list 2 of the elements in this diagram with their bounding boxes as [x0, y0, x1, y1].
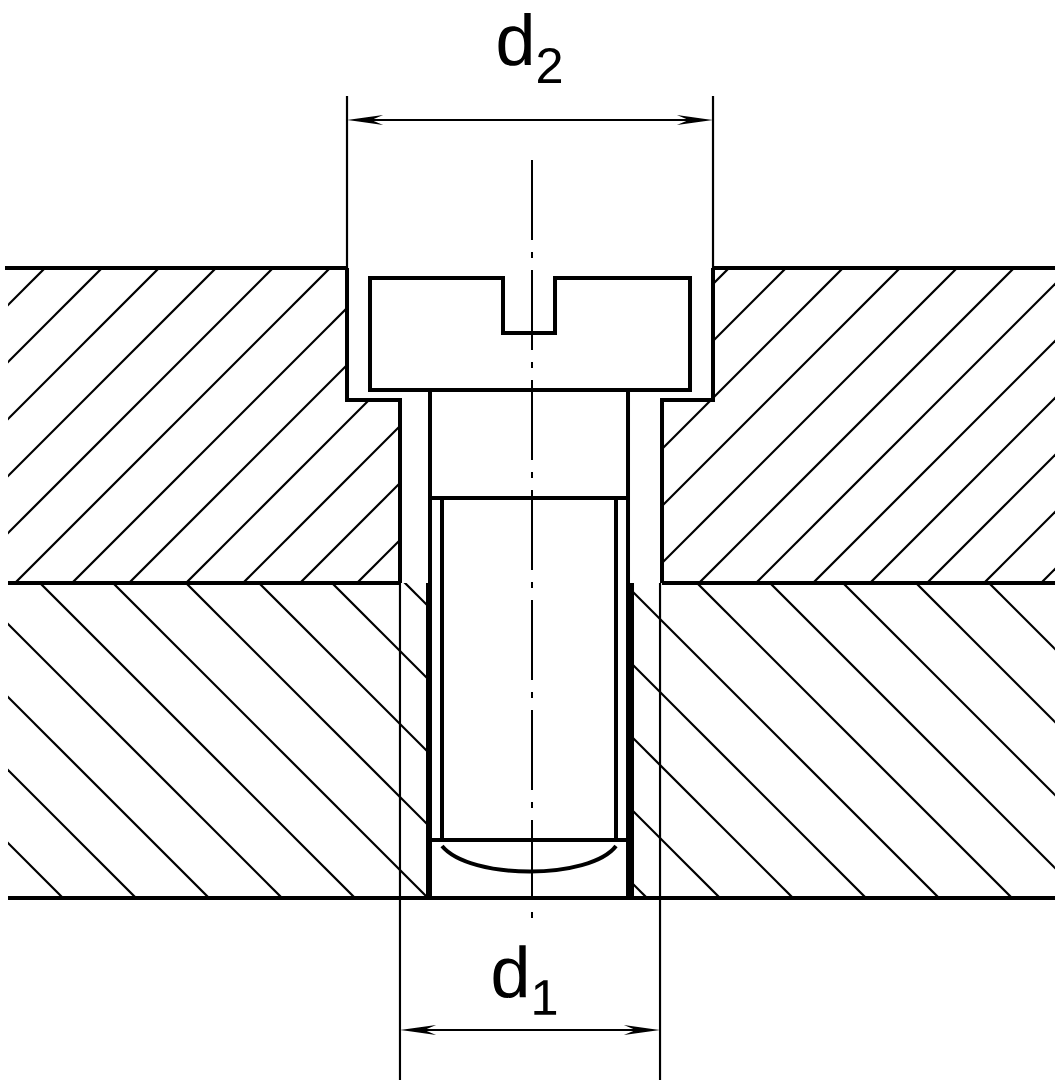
dimension-label: d$_{2}$ [498, 12, 561, 84]
dimension-label: d$_{1}$ [493, 945, 557, 1015]
